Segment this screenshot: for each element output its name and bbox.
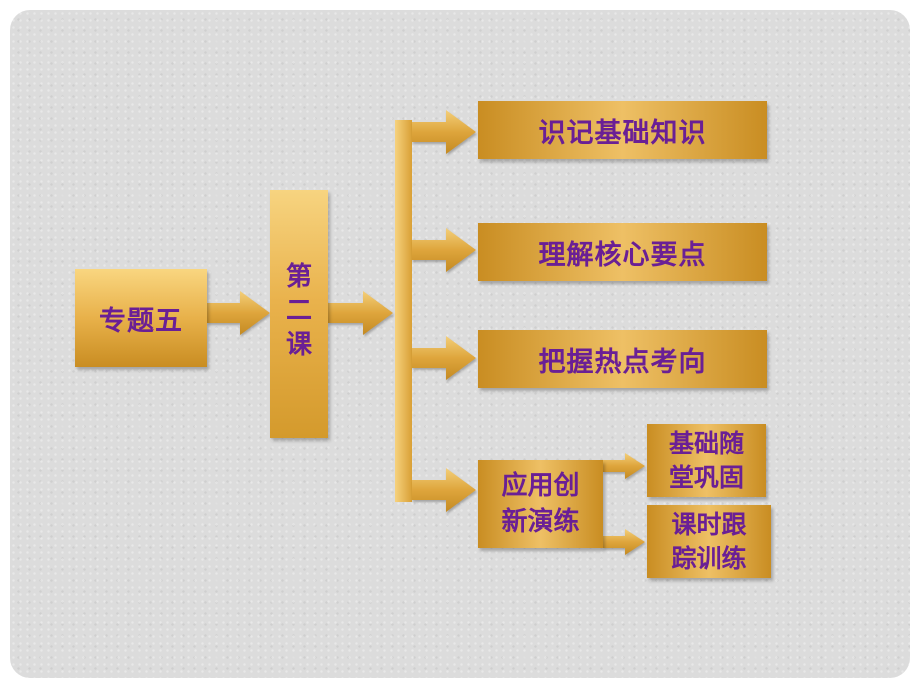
branch-label-1: 识记基础知识	[538, 117, 707, 149]
topic-label: 专题五	[99, 305, 183, 337]
sub-label-2-line-2: 踪训练	[671, 543, 747, 573]
branch-box-4: 应用创 新演练	[478, 460, 603, 548]
vertical-connector-bar	[395, 120, 412, 502]
branch-label-4-line-1: 应用创	[501, 471, 580, 501]
lesson-box: 第 二 课	[270, 190, 328, 438]
lesson-char: 二	[285, 296, 312, 326]
arrow-to-branch-1	[412, 110, 476, 154]
arrow-to-branch-2	[412, 228, 476, 272]
branch-label-2: 理解核心要点	[538, 239, 707, 271]
sub-label-1-line-2: 堂巩固	[668, 462, 744, 492]
branch-label-3: 把握热点考向	[538, 346, 707, 378]
lesson-char: 第	[285, 262, 312, 292]
branch-label-4-line-2: 新演练	[501, 507, 580, 537]
arrow-lesson-to-bar	[328, 291, 393, 335]
branch-box-1: 识记基础知识	[478, 101, 767, 159]
arrow-topic-to-lesson	[207, 291, 270, 335]
arrow-to-branch-4	[412, 468, 476, 512]
arrow-to-sub-2	[603, 529, 645, 555]
sub-box-1: 基础随 堂巩固	[647, 424, 766, 497]
arrow-to-branch-3	[412, 336, 476, 380]
sub-box-2: 课时跟 踪训练	[647, 505, 771, 578]
lesson-char: 课	[285, 330, 312, 360]
arrow-to-sub-1	[603, 453, 645, 479]
branch-box-2: 理解核心要点	[478, 223, 767, 281]
sub-label-1-line-1: 基础随	[668, 428, 744, 458]
sub-label-2-line-1: 课时跟	[671, 509, 747, 539]
topic-box: 专题五	[75, 269, 207, 367]
branch-box-3: 把握热点考向	[478, 330, 767, 388]
